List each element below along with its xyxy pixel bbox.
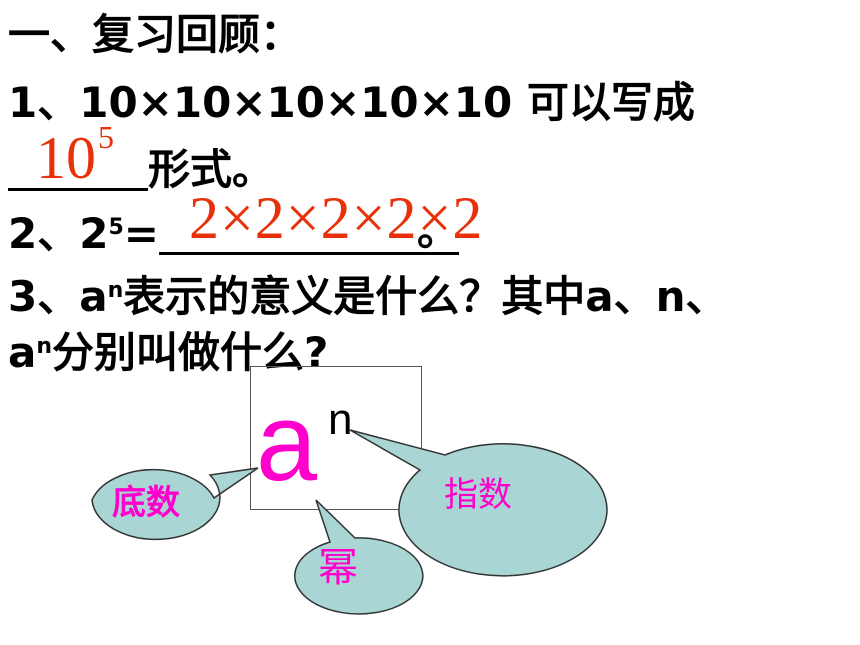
power-exponent: n (328, 395, 353, 444)
question-3-line-2-a: a (8, 328, 37, 377)
bubble-base (91, 467, 259, 541)
question-1-line-1: 1、10×10×10×10×10 可以写成 (8, 82, 695, 124)
bubble-power (294, 499, 424, 615)
bubble-exponent (349, 429, 608, 577)
question-1-line-2: 105 形式。 (8, 121, 275, 194)
question-2-equals: = (123, 209, 159, 258)
question-3-a: 3、a (8, 272, 108, 321)
question-2-lhs-exponent: 5 (108, 215, 124, 240)
label-base: 底数 (112, 483, 180, 523)
question-1-answer: 105 (36, 119, 114, 191)
power-base: a (256, 381, 318, 504)
section-heading: 一、复习回顾： (8, 10, 303, 59)
question-1-suffix: 形式。 (148, 145, 275, 194)
question-2: 2、25= 2×2×2×2×2 。 (8, 188, 482, 258)
question-2-blank: 2×2×2×2×2 。 (158, 188, 482, 255)
label-exponent: 指数 (444, 475, 512, 515)
question-2-answer: 2×2×2×2×2 (188, 185, 484, 251)
question-1-blank: 105 (8, 121, 148, 191)
question-2-end: 。 (416, 206, 459, 255)
question-2-lhs-base: 2、2 (8, 209, 109, 258)
question-3-line-1: 3、an表示的意义是什么？其中a、n、 (8, 276, 728, 318)
question-1-text: 1、10×10×10×10×10 可以写成 (8, 78, 695, 127)
label-power: 幂 (318, 545, 358, 591)
question-3-line-2-n: n (36, 334, 53, 359)
power-box (250, 366, 422, 510)
question-3-text: 表示的意义是什么？其中a、n、 (123, 272, 728, 321)
question-3-n: n (107, 278, 124, 303)
